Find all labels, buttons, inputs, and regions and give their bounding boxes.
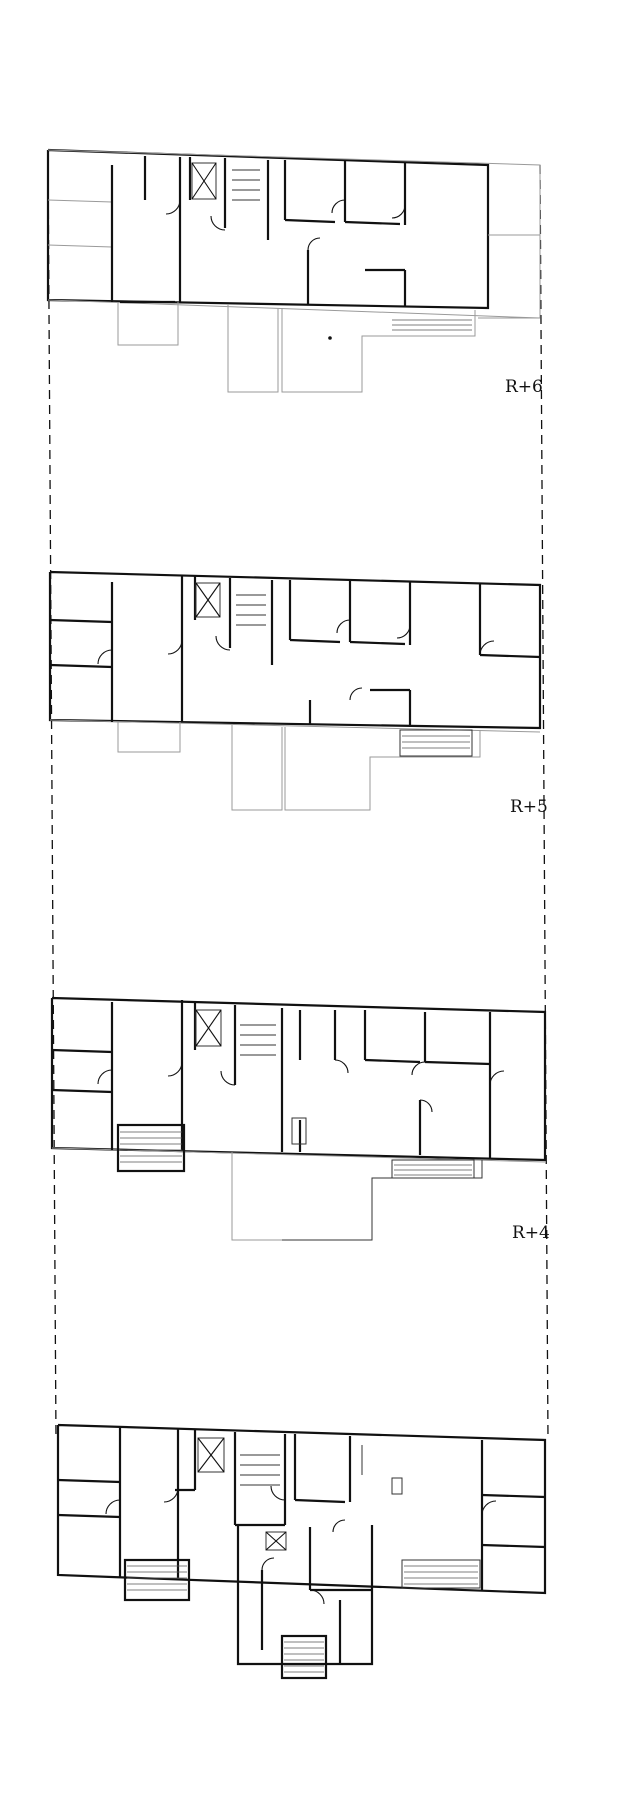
right-guide-line bbox=[539, 164, 549, 1441]
floor-plan-r5 bbox=[48, 570, 542, 811]
floor-plan-r6 bbox=[46, 148, 541, 393]
level-label-r4: R+4 bbox=[512, 1223, 550, 1243]
level-label-r5: R+5 bbox=[510, 797, 548, 817]
floor-plan-r4 bbox=[50, 996, 547, 1241]
level-label-r6: R+6 bbox=[505, 377, 543, 397]
left-guide-line bbox=[47, 149, 57, 1441]
floor-plan-base bbox=[56, 1423, 547, 1680]
